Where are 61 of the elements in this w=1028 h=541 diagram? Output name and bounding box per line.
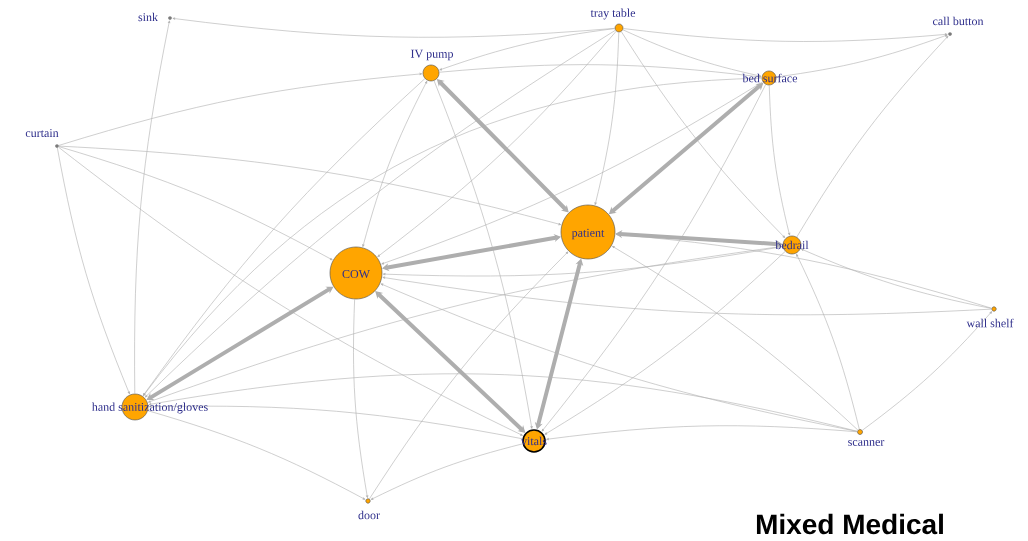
- arrow: [362, 80, 428, 247]
- arrow: [148, 405, 523, 440]
- chart-title: Mixed Medical: [756, 513, 943, 535]
- arrow: [801, 248, 992, 309]
- arrow: [796, 253, 860, 430]
- arrow: [438, 64, 762, 78]
- network-node: [329, 246, 383, 300]
- arrow: [148, 373, 858, 432]
- node-label: tray table: [590, 8, 636, 20]
- arrow: [142, 78, 426, 396]
- arrow: [544, 251, 786, 435]
- arrow: [775, 34, 948, 78]
- arrow: [57, 147, 130, 395]
- arrow: [768, 85, 791, 236]
- arrow: [58, 146, 523, 436]
- network-node: [857, 429, 863, 435]
- node-label: patient: [571, 228, 605, 240]
- arrow: [381, 81, 764, 265]
- arrow: [147, 410, 366, 500]
- arrow: [382, 246, 784, 277]
- node-label: sink: [138, 12, 158, 22]
- arrow: [143, 77, 762, 396]
- node-label: scanner: [848, 440, 885, 446]
- arrow: [861, 311, 993, 431]
- node-label: curtain: [25, 128, 59, 137]
- arrow: [134, 20, 171, 394]
- arrow: [146, 286, 334, 401]
- arrow: [58, 145, 562, 226]
- arrow: [621, 31, 786, 239]
- arrow: [353, 298, 369, 498]
- arrow: [369, 251, 569, 500]
- arrow: [144, 30, 616, 398]
- node-label: IV pump: [410, 49, 454, 61]
- arrow: [377, 30, 617, 257]
- arrow: [433, 80, 533, 429]
- network-node: [422, 64, 440, 82]
- arrow: [382, 276, 992, 315]
- arrow: [375, 291, 526, 433]
- network-node: [948, 32, 952, 36]
- arrow: [796, 35, 949, 238]
- arrow: [612, 245, 859, 431]
- node-label: door: [358, 510, 380, 520]
- network-node: [614, 23, 624, 33]
- arrow: [58, 146, 333, 261]
- network-node: [365, 498, 371, 504]
- arrow: [370, 443, 523, 500]
- arrow: [615, 233, 992, 309]
- arrow: [622, 28, 948, 42]
- arrow: [58, 72, 423, 146]
- node-label: wall shelf: [966, 318, 1014, 328]
- arrow: [541, 84, 766, 432]
- network-node: [55, 144, 59, 148]
- network-node: [168, 16, 172, 20]
- node-label: call button: [932, 16, 984, 26]
- arrow: [594, 32, 620, 206]
- node-label: COW: [342, 269, 370, 279]
- arrow: [439, 28, 616, 71]
- network-node: [991, 306, 997, 312]
- network-node: [560, 204, 616, 260]
- arrow: [622, 29, 762, 77]
- arrow: [546, 425, 858, 441]
